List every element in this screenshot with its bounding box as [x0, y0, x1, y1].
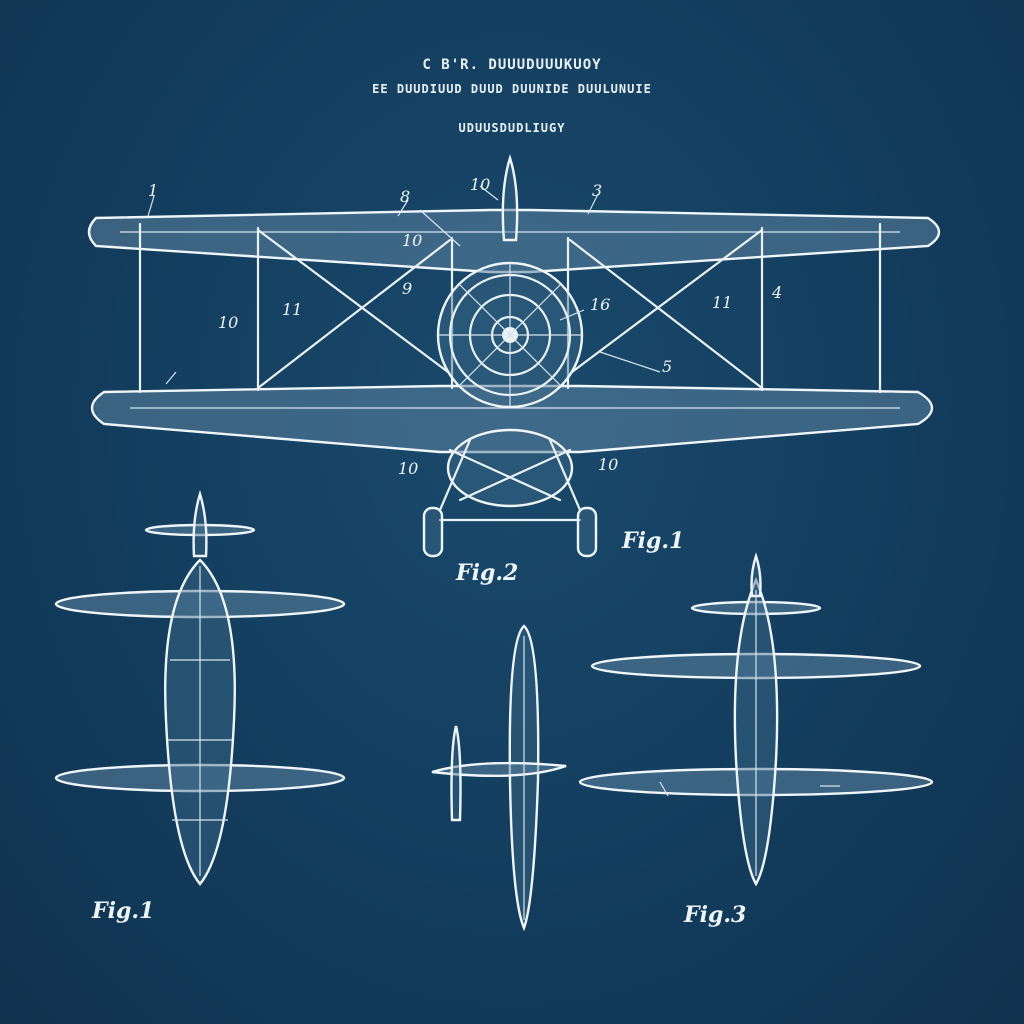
figure-label-front: Fig.1 [622, 528, 684, 554]
figure-label-gear: Fig.2 [456, 560, 518, 586]
figure-label-top-right: Fig.3 [684, 902, 746, 928]
callout-5: 10 [402, 231, 422, 250]
callout-4: 3 [592, 181, 602, 200]
side-view-center [432, 626, 566, 928]
figure-label-top-left: Fig.1 [92, 898, 154, 924]
callout-8: 9 [402, 279, 412, 298]
fuselage-belly [448, 430, 572, 506]
callout-7: 10 [218, 313, 238, 332]
top-view-left [56, 494, 344, 884]
callout-9: 16 [590, 295, 610, 314]
callout-2: 8 [400, 187, 410, 206]
callout-6: 11 [282, 300, 302, 319]
callout-1: 1 [148, 181, 158, 200]
propeller-blade [503, 158, 517, 240]
callout-13: 10 [398, 459, 418, 478]
radial-engine [438, 263, 582, 407]
callout-12: 5 [662, 357, 672, 376]
callout-11: 4 [771, 283, 782, 302]
callout-14: 10 [598, 455, 618, 474]
callout-3: 10 [470, 175, 490, 194]
top-view-right [580, 556, 932, 884]
biplane-front-view: 1 8 10 3 10 11 10 9 16 11 4 5 10 10 [89, 158, 939, 556]
callout-10: 11 [712, 293, 732, 312]
